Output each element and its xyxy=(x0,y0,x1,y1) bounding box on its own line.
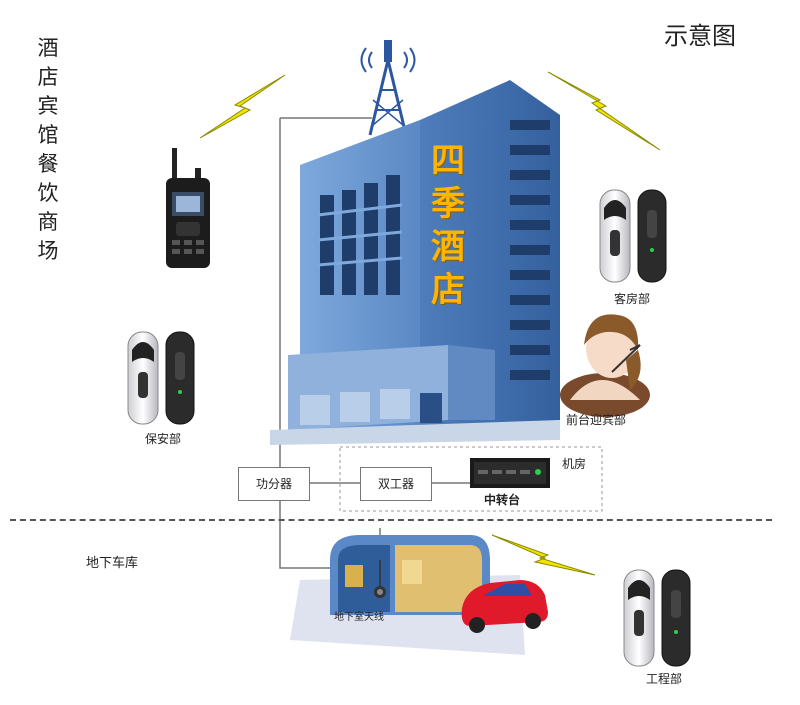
lightning-signal-icon xyxy=(199,74,286,139)
radio-icon xyxy=(166,148,210,268)
hotel-name-char: 季 xyxy=(431,184,465,224)
department-label-reception: 前台迎宾部 xyxy=(566,413,627,427)
garage-label: 地下车库 xyxy=(86,556,139,571)
lightning-signal-icon xyxy=(491,534,596,576)
machine-room-box xyxy=(339,446,603,512)
venue-char: 餐 xyxy=(37,152,59,176)
venue-char: 场 xyxy=(37,239,59,263)
underground-garage xyxy=(290,535,525,655)
power-splitter-box: 功分器 xyxy=(238,467,310,501)
diagram-caption: 示意图 xyxy=(664,22,736,50)
receptionist-image xyxy=(560,314,650,417)
hotel-name-char: 酒 xyxy=(431,227,465,267)
department-label-security: 保安部 xyxy=(145,432,182,446)
repeater-device xyxy=(470,458,550,488)
venue-char: 馆 xyxy=(37,123,59,147)
venue-char: 饮 xyxy=(37,181,59,205)
lightning-signal-icon xyxy=(547,71,661,151)
earpiece-radio-icon xyxy=(599,189,667,283)
hotel-name: 四 季 酒 店 xyxy=(418,140,478,312)
antenna-tower-icon xyxy=(360,40,416,136)
earpiece-radio-icon xyxy=(127,331,195,425)
machine-room-label: 机房 xyxy=(562,457,587,471)
department-label-rooms: 客房部 xyxy=(614,292,651,306)
hotel-name-char: 店 xyxy=(431,270,465,310)
venue-char: 酒 xyxy=(37,36,59,60)
earpiece-radio-icon xyxy=(623,569,691,667)
antenna-label: 地下室天线 xyxy=(334,612,384,623)
venue-char: 商 xyxy=(37,210,59,234)
department-label-engineering: 工程部 xyxy=(646,672,683,686)
hotel-building xyxy=(270,80,560,445)
duplexer-box: 双工器 xyxy=(360,467,432,501)
venue-type-list: 酒 店 宾 馆 餐 饮 商 场 xyxy=(28,34,68,266)
venue-char: 店 xyxy=(37,65,59,89)
hotel-name-char: 四 xyxy=(431,141,465,181)
repeater-label: 中转台 xyxy=(484,493,521,507)
venue-char: 宾 xyxy=(37,94,59,118)
ground-level-divider xyxy=(10,519,772,521)
car-icon xyxy=(461,580,548,633)
